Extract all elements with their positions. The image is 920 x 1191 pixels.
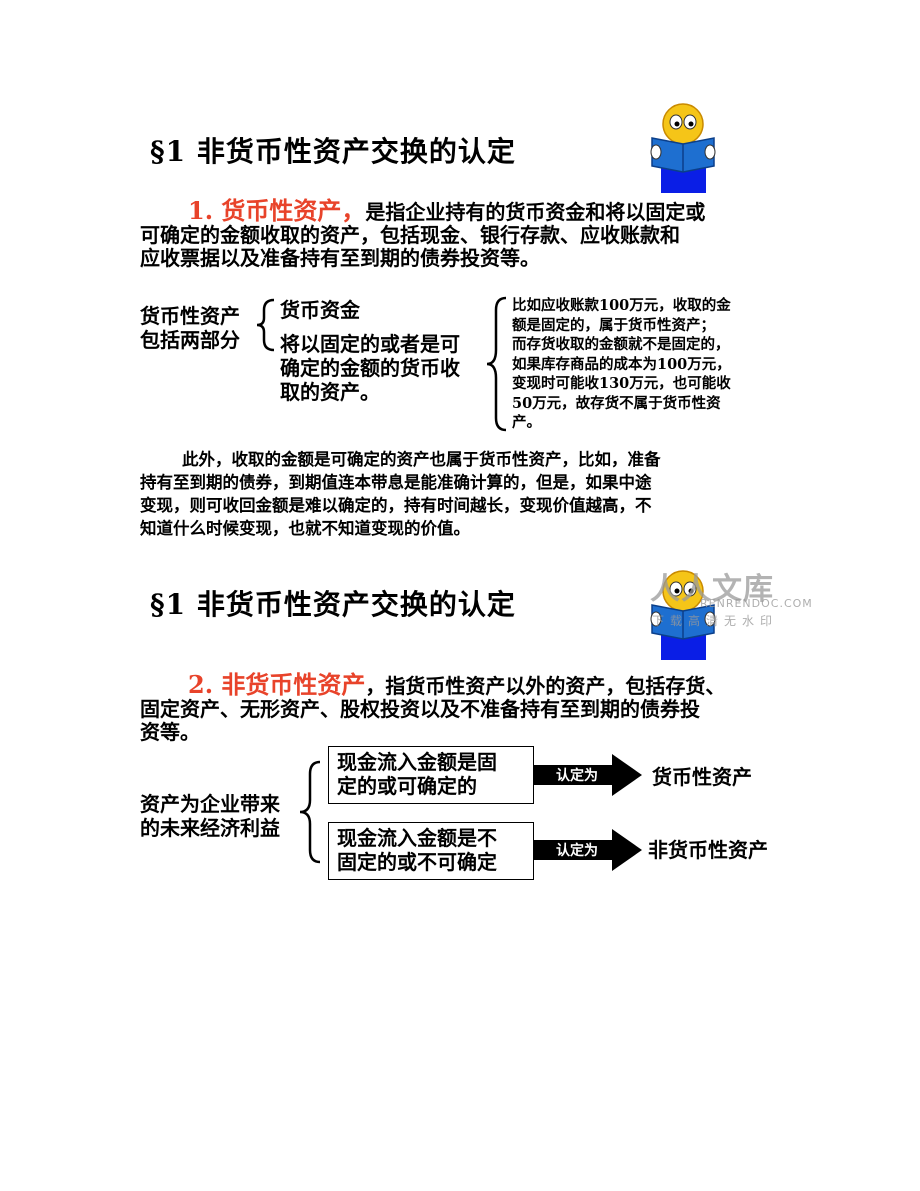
right-brace [486,296,507,432]
flow-box-fixed: 现金流入金额是固 定的或可确定的 [328,746,534,804]
section1-extra: 此外，收取的金额是可确定的资产也属于货币性资产，比如，准备 持有至到期的债券，到… [140,448,780,540]
section1-left-label: 货币性资产 包括两部分 [140,304,240,352]
arrow-fixed: 认定为 [534,754,644,796]
note-line: 变现时可能收130万元，也可能收 [512,375,731,392]
section1-note: 比如应收账款100万元，收取的金 额是固定的，属于货币性资产； 而存货收取的金额… [512,296,782,433]
watermark-tagline: 下载高清无水印 [652,614,779,628]
note-line: 比如应收账款100万元，收取的金 [512,297,731,314]
watermark-site: RENRENDOC.COM [700,597,813,610]
part2-line3: 取的资产。 [280,380,380,404]
flow-brace [299,760,321,864]
reading-mascot-icon [646,98,726,193]
part2-line2: 确定的金额的货币收 [280,356,460,380]
section2-para-line1: ，指货币性资产以外的资产，包括存货、 [365,674,726,698]
arrow-fixed-label: 认定为 [556,768,598,784]
left-label-line1: 资产为企业带来 [140,792,280,816]
left-label-line2: 的未来经济利益 [140,816,280,840]
reading-mascot-icon [646,565,726,660]
extra-line: 持有至到期的债券，到期值连本带息是能准确计算的，但是，如果中途 [140,473,652,492]
section1-para-line3: 应收票据以及准备持有至到期的债券投资等。 [140,246,540,270]
box1-line2: 定的或可确定的 [337,774,477,798]
section1-heading: 1. 货币性资产， [188,196,366,225]
left-label-line1: 货币性资产 [140,304,240,328]
section2-heading: 2. 非货币性资产 [188,670,366,699]
section1-para-line2: 可确定的金额收取的资产，包括现金、银行存款、应收账款和 [140,223,680,247]
section2-para-line2: 固定资产、无形资产、股权投资以及不准备持有至到期的债券投 [140,697,700,721]
section1-title: §1 非货币性资产交换的认定 [150,135,516,168]
part1-label: 货币资金 [280,298,360,322]
result-nonmonetary: 非货币性资产 [648,838,768,862]
left-brace [256,298,275,352]
box1-line1: 现金流入金额是固 [337,750,497,774]
result-monetary: 货币性资产 [652,765,752,789]
section2-left-label: 资产为企业带来 的未来经济利益 [140,792,280,840]
section2-title: §1 非货币性资产交换的认定 [150,588,516,621]
box2-line2: 固定的或不可确定 [337,850,497,874]
arrow-unfixed-label: 认定为 [556,843,598,859]
left-label-line2: 包括两部分 [140,328,240,352]
watermark-brand: 人人文库 [650,572,774,607]
part2-line1: 将以固定的或者是可 [280,332,460,356]
flow-box-unfixed: 现金流入金额是不 固定的或不可确定 [328,822,534,880]
section2-definition: 2. 非货币性资产，指货币性资产以外的资产，包括存货、 固定资产、无形资产、股权… [140,673,800,744]
section1-para-line1: 是指企业持有的货币资金和将以固定或 [365,200,706,224]
extra-line: 此外，收取的金额是可确定的资产也属于货币性资产，比如，准备 [182,450,661,469]
box2-line1: 现金流入金额是不 [337,826,497,850]
note-line: 额是固定的，属于货币性资产； [512,316,715,334]
note-line: 产。 [512,414,541,431]
arrow-unfixed: 认定为 [534,829,644,871]
section2-para-line3: 资等。 [140,720,200,744]
note-line: 50万元，故存货不属于货币性资 [512,394,721,412]
extra-line: 变现，则可收回金额是难以确定的，持有时间越长，变现价值越高，不 [140,496,652,515]
note-line: 如果库存商品的成本为100万元， [512,355,731,373]
extra-line: 知道什么时候变现，也就不知道变现的价值。 [140,519,470,538]
part2-label: 将以固定的或者是可 确定的金额的货币收 取的资产。 [280,332,460,404]
section1-definition: 1. 货币性资产，是指企业持有的货币资金和将以固定或 可确定的金额收取的资产，包… [140,199,790,270]
note-line: 而存货收取的金额就不是固定的， [512,336,730,353]
